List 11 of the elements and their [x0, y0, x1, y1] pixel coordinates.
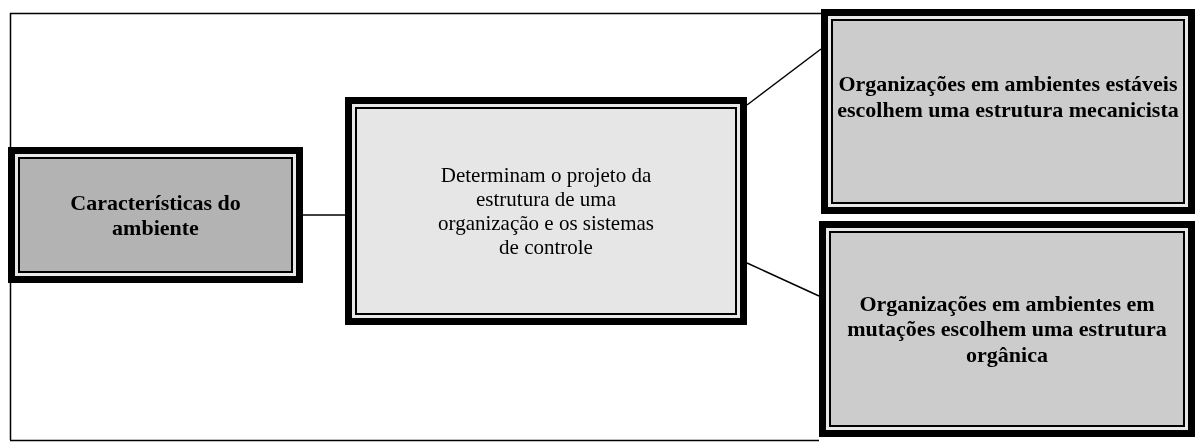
connector-line: [746, 262, 820, 297]
box-text: Características do ambiente: [69, 189, 242, 241]
connector-line: [302, 214, 346, 216]
text-box: [8, 147, 303, 283]
text-box: [821, 9, 1195, 214]
text-box: [345, 97, 747, 325]
box-text: Organizações em ambientes estáveis escolhem uma estrutura mecanicista: [836, 71, 1180, 122]
connector-line: [746, 48, 822, 106]
box-text: Determinam o projeto da estrutura de uma organização e os sistemas de controle: [437, 162, 655, 260]
text-box: [819, 221, 1195, 437]
box-text: Organizações em ambientes em mutações escolhem uma estrutura orgânica: [846, 291, 1168, 367]
